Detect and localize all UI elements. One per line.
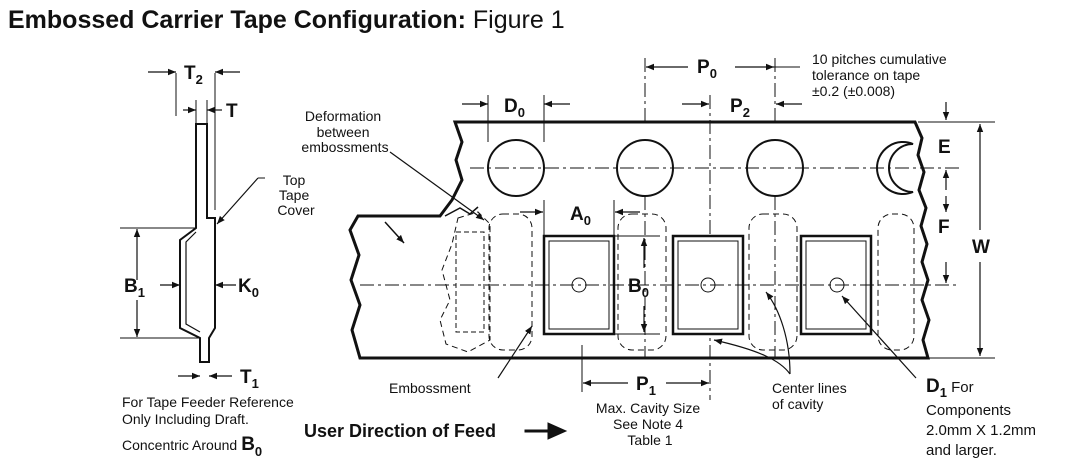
center-lines-label: Center lines of cavity <box>772 380 851 412</box>
figure-title-number: Figure 1 <box>472 6 565 34</box>
deformation-label: Deformation between embossments <box>301 108 388 155</box>
figure-title-bold: Embossed Carrier Tape Configuration: <box>8 6 466 34</box>
pitch-tolerance-label: 10 pitches cumulative tolerance on tape … <box>812 51 951 99</box>
t-label: T <box>226 101 238 122</box>
feed-direction-arrow <box>524 422 568 440</box>
cavity-size-note: Max. Cavity Size See Note 4 Table 1 <box>596 400 704 448</box>
embossment-outline <box>748 213 798 351</box>
p2-label: P2 <box>730 96 750 120</box>
feed-direction-label: User Direction of Feed <box>304 421 496 441</box>
top-tape-cover-label: Top Tape Cover <box>277 172 315 218</box>
b0-cavity-label: B0 <box>628 276 649 300</box>
b1-label: B1 <box>124 276 145 300</box>
k0-label: K0 <box>238 276 259 300</box>
p1-label: P1 <box>636 374 656 398</box>
d1-label: D1 For <box>926 376 974 400</box>
top-view <box>348 58 995 440</box>
t2-label: T2 <box>184 63 203 87</box>
a0-label: A0 <box>570 204 591 228</box>
deformed-embossment <box>439 211 491 353</box>
f-label: F <box>938 217 950 238</box>
tape-feeder-note: For Tape Feeder Reference Only Including… <box>122 394 298 427</box>
embossment-outline <box>488 213 533 351</box>
side-view-body <box>179 123 216 363</box>
figure-title: Embossed Carrier Tape Configuration: Fig… <box>8 6 565 35</box>
side-view-cavity-inner <box>185 231 201 333</box>
w-label: W <box>972 237 990 258</box>
embossment-label: Embossment <box>389 380 471 396</box>
side-view <box>120 68 265 380</box>
e-label: E <box>938 137 951 158</box>
embossment-outline <box>877 213 915 351</box>
embossment-outline <box>617 213 667 351</box>
p0-label: P0 <box>697 57 717 81</box>
cavity <box>671 234 745 336</box>
tape-tear-edge <box>444 206 479 217</box>
d0-label: D0 <box>504 96 525 120</box>
t1-label: T1 <box>240 367 259 391</box>
d1-components-label: Components 2.0mm X 1.2mm and larger. <box>926 402 1040 459</box>
sprocket-hole-partial <box>876 141 914 195</box>
